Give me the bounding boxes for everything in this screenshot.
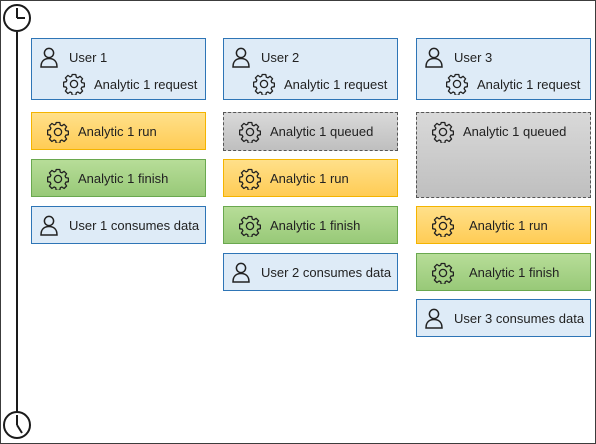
- user-icon: [40, 47, 58, 68]
- finish-label: Analytic 1 finish: [270, 218, 361, 233]
- queued-card-2: Analytic 1 queued: [223, 112, 398, 151]
- consume-label: User 3 consumes data: [454, 311, 585, 326]
- run-card-3: Analytic 1 run: [416, 206, 591, 244]
- timeline-axis: [16, 32, 18, 412]
- user-icon: [425, 47, 443, 68]
- gear-icon: [432, 121, 454, 143]
- user-icon: [232, 47, 250, 68]
- consume-label: User 2 consumes data: [261, 265, 392, 280]
- user-request-card-3: User 3 Analytic 1 request: [416, 38, 591, 100]
- run-label: Analytic 1 run: [270, 171, 349, 186]
- gear-icon: [47, 121, 69, 143]
- gear-icon: [47, 168, 69, 190]
- gear-icon: [432, 215, 454, 237]
- user-label: User 1: [69, 50, 108, 65]
- queued-label: Analytic 1 queued: [463, 124, 567, 139]
- gear-icon: [446, 73, 468, 95]
- finish-card-2: Analytic 1 finish: [223, 206, 398, 244]
- user-icon: [232, 262, 250, 283]
- user-label: User 2: [261, 50, 300, 65]
- request-label: Analytic 1 request: [477, 77, 581, 92]
- gear-icon: [239, 168, 261, 190]
- finish-label: Analytic 1 finish: [78, 171, 169, 186]
- request-label: Analytic 1 request: [94, 77, 198, 92]
- finish-card-1: Analytic 1 finish: [31, 159, 206, 197]
- user-request-card-2: User 2 Analytic 1 request: [223, 38, 398, 100]
- user-icon: [425, 308, 443, 329]
- consume-card-3: User 3 consumes data: [416, 299, 591, 337]
- consume-card-2: User 2 consumes data: [223, 253, 398, 291]
- consume-card-1: User 1 consumes data: [31, 206, 206, 244]
- run-card-2: Analytic 1 run: [223, 159, 398, 197]
- gear-icon: [253, 73, 275, 95]
- request-label: Analytic 1 request: [284, 77, 388, 92]
- run-card-1: Analytic 1 run: [31, 112, 206, 150]
- run-label: Analytic 1 run: [469, 218, 548, 233]
- gear-icon: [63, 73, 85, 95]
- queued-label: Analytic 1 queued: [270, 124, 374, 139]
- clock-icon: [3, 411, 31, 439]
- clock-icon: [3, 4, 31, 32]
- finish-label: Analytic 1 finish: [469, 265, 560, 280]
- run-label: Analytic 1 run: [78, 124, 157, 139]
- consume-label: User 1 consumes data: [69, 218, 200, 233]
- gear-icon: [432, 262, 454, 284]
- user-icon: [40, 215, 58, 236]
- finish-card-3: Analytic 1 finish: [416, 253, 591, 291]
- queued-card-3: Analytic 1 queued: [416, 112, 591, 198]
- gear-icon: [239, 215, 261, 237]
- user-label: User 3: [454, 50, 493, 65]
- gear-icon: [239, 121, 261, 143]
- user-request-card-1: User 1 Analytic 1 request: [31, 38, 206, 100]
